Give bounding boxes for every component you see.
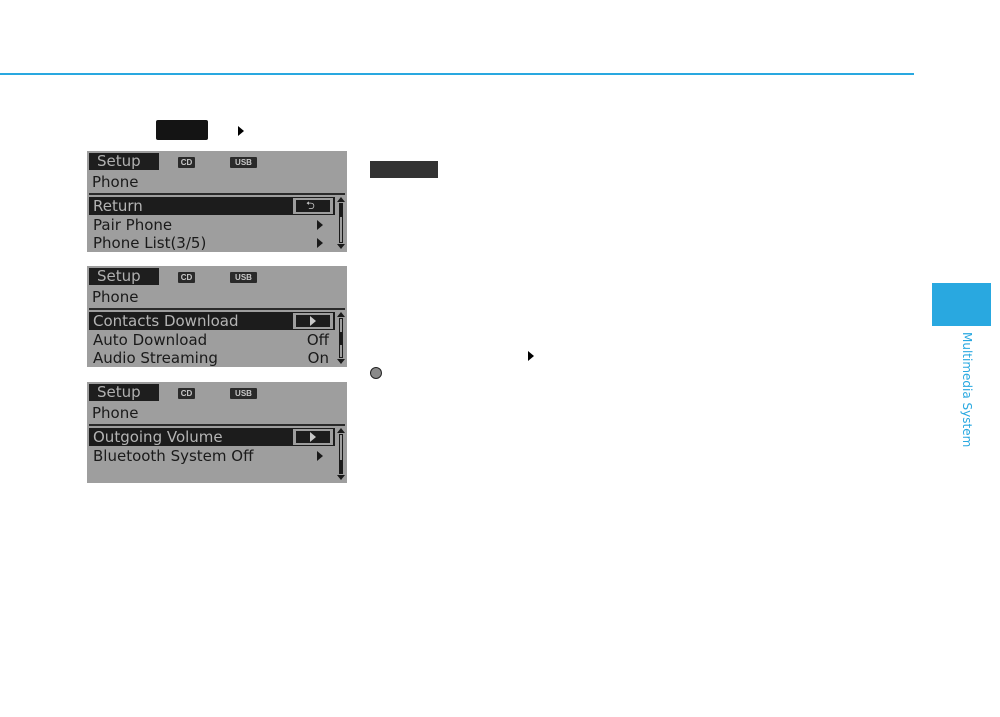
return-icon: ⮌: [293, 198, 333, 214]
section-tab-label: Multimedia System: [960, 332, 974, 456]
menu-row-label: Bluetooth System Off: [93, 447, 254, 465]
menu-row-label: Phone List(3/5): [93, 234, 207, 252]
lcd-header: Setup CD USB: [87, 151, 347, 171]
cd-badge: CD: [178, 272, 195, 283]
menu-row-label: Return: [93, 197, 143, 215]
menu-row-auto-download[interactable]: Auto Download Off: [89, 331, 335, 349]
lcd-screen-2: Setup CD USB Phone Contacts Download Aut…: [87, 266, 347, 367]
top-rule: [0, 73, 914, 75]
scroll-down-icon: [337, 244, 345, 249]
setup-key-icon: [156, 120, 208, 140]
lcd-divider: [89, 193, 345, 195]
menu-row-bluetooth-system-off[interactable]: Bluetooth System Off: [89, 447, 335, 465]
menu-row-pair-phone[interactable]: Pair Phone: [89, 216, 335, 234]
scrollbar[interactable]: [337, 428, 345, 480]
scroll-up-icon: [337, 312, 345, 317]
lcd-subtitle: Phone: [92, 288, 139, 306]
usb-badge: USB: [230, 157, 257, 168]
menu-row-value: On: [307, 349, 329, 367]
arrow-right-icon: [293, 429, 333, 445]
section-tab[interactable]: [932, 283, 991, 326]
lcd-divider: [89, 424, 345, 426]
menu-row-audio-streaming[interactable]: Audio Streaming On: [89, 349, 335, 367]
menu-row-label: Audio Streaming: [93, 349, 218, 367]
cd-badge: CD: [178, 157, 195, 168]
arrow-right-icon: [317, 238, 323, 248]
scroll-down-icon: [337, 475, 345, 480]
lcd-subtitle: Phone: [92, 404, 139, 422]
menu-row-outgoing-volume[interactable]: Outgoing Volume: [89, 428, 335, 446]
scroll-track: [339, 318, 343, 358]
scroll-up-icon: [337, 428, 345, 433]
scrollbar[interactable]: [337, 197, 345, 249]
menu-row-value: Off: [306, 331, 329, 349]
lcd-header: Setup CD USB: [87, 382, 347, 402]
lcd-header-title: Setup: [89, 153, 159, 170]
menu-row-label: Outgoing Volume: [93, 428, 223, 446]
menu-row-label: Auto Download: [93, 331, 208, 349]
scroll-track: [339, 203, 343, 243]
menu-row-return[interactable]: Return ⮌: [89, 197, 335, 215]
scroll-up-icon: [337, 197, 345, 202]
usb-badge: USB: [230, 388, 257, 399]
menu-row-label: Contacts Download: [93, 312, 239, 330]
section-tab-label-text: Multimedia System: [960, 332, 974, 448]
scroll-track: [339, 434, 343, 474]
lcd-header-title: Setup: [89, 268, 159, 285]
lcd-subtitle: Phone: [92, 173, 139, 191]
menu-row-label: Pair Phone: [93, 216, 173, 234]
scroll-thumb[interactable]: [340, 204, 342, 217]
arrow-right-icon: [528, 351, 534, 361]
lcd-header-title: Setup: [89, 384, 159, 401]
cd-badge: CD: [178, 388, 195, 399]
lcd-header: Setup CD USB: [87, 266, 347, 286]
arrow-right-icon: [317, 220, 323, 230]
usb-badge: USB: [230, 272, 257, 283]
scroll-down-icon: [337, 359, 345, 364]
lcd-screen-1: Setup CD USB Phone Return ⮌ Pair Phone P…: [87, 151, 347, 252]
lcd-divider: [89, 308, 345, 310]
menu-row-contacts-download[interactable]: Contacts Download: [89, 312, 335, 330]
key-label-bar: [370, 161, 438, 178]
scroll-thumb[interactable]: [340, 332, 342, 345]
arrow-right-icon: [293, 313, 333, 329]
menu-row-phone-list[interactable]: Phone List(3/5): [89, 234, 335, 252]
lcd-screen-3: Setup CD USB Phone Outgoing Volume Bluet…: [87, 382, 347, 483]
scrollbar[interactable]: [337, 312, 345, 364]
arrow-right-icon: [238, 126, 244, 136]
tune-knob-icon: [370, 367, 382, 379]
scroll-thumb[interactable]: [340, 460, 342, 473]
arrow-right-icon: [317, 451, 323, 461]
